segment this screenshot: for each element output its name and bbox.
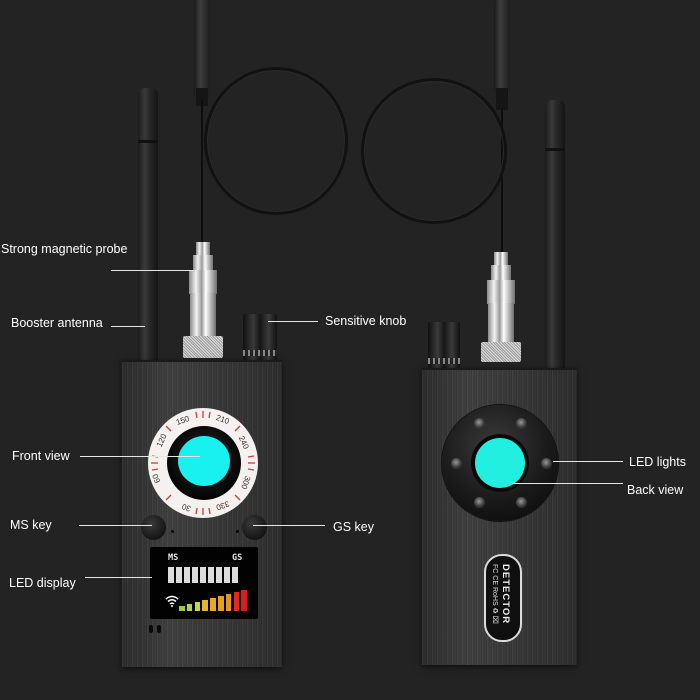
probe-cable bbox=[201, 100, 203, 250]
leader-line bbox=[111, 326, 145, 327]
wifi-icon bbox=[165, 595, 179, 607]
back-probe-rod-joint bbox=[496, 88, 508, 110]
led-light bbox=[516, 497, 527, 508]
back-probe-cable bbox=[501, 108, 503, 258]
probe-cable-coil bbox=[204, 67, 348, 215]
signal-level-bar bbox=[210, 598, 216, 611]
led-light bbox=[451, 458, 462, 469]
signal-level-bar bbox=[225, 594, 232, 611]
display-segment bbox=[216, 567, 222, 583]
back-sensitive-knob[interactable] bbox=[428, 322, 460, 368]
signal-level-bar bbox=[202, 600, 208, 611]
leader-line bbox=[268, 321, 318, 322]
probe-rod-joint bbox=[196, 88, 208, 106]
leader-line bbox=[79, 525, 152, 526]
back-antenna bbox=[545, 100, 565, 368]
detector-badge: DETECTOR FC CE RoHS ♻ ⌧ bbox=[484, 554, 522, 642]
signal-level-bar bbox=[218, 596, 224, 611]
ms-indicator-dot bbox=[171, 530, 174, 533]
leader-line bbox=[80, 456, 200, 457]
label-sensitive-knob: Sensitive knob bbox=[325, 314, 407, 328]
signal-level-bar bbox=[233, 592, 240, 611]
label-gs-key: GS key bbox=[333, 520, 374, 534]
signal-level-bar bbox=[186, 604, 193, 611]
leader-line bbox=[85, 577, 152, 578]
back-probe-rod bbox=[494, 0, 510, 92]
gs-key[interactable] bbox=[242, 515, 267, 540]
display-segment bbox=[176, 567, 182, 583]
screen-gs-label: GS bbox=[232, 553, 243, 563]
led-light bbox=[474, 418, 485, 429]
leader-line bbox=[111, 270, 193, 271]
back-probe-cable-coil bbox=[361, 78, 507, 224]
led-light bbox=[541, 458, 552, 469]
led-light bbox=[516, 418, 527, 429]
display-segment bbox=[200, 567, 206, 583]
badge-title: DETECTOR bbox=[500, 564, 511, 625]
signal-level-bar bbox=[241, 590, 247, 611]
label-led-display: LED display bbox=[9, 576, 76, 590]
led-display: MS GS bbox=[150, 547, 258, 619]
display-segment bbox=[224, 567, 230, 583]
signal-level-bar bbox=[179, 606, 185, 611]
gs-indicator-dot bbox=[236, 530, 239, 533]
probe-rod bbox=[194, 0, 210, 96]
badge-certification-marks: FC CE RoHS ♻ ⌧ bbox=[491, 564, 498, 624]
label-booster-antenna: Booster antenna bbox=[11, 316, 103, 330]
label-led-lights: LED lights bbox=[629, 455, 686, 469]
front-lens bbox=[178, 436, 230, 486]
display-segment bbox=[232, 567, 238, 583]
display-segment bbox=[208, 567, 214, 583]
back-probe-connector bbox=[478, 252, 524, 368]
back-lens bbox=[475, 438, 525, 488]
screen-ms-label: MS bbox=[168, 553, 179, 563]
label-strong-magnetic-probe: Strong magnetic probe bbox=[1, 242, 128, 256]
leader-line bbox=[253, 525, 325, 526]
booster-antenna bbox=[138, 88, 158, 360]
leader-line bbox=[553, 461, 623, 462]
label-front-view: Front view bbox=[12, 449, 70, 463]
ms-key[interactable] bbox=[141, 515, 166, 540]
label-ms-key: MS key bbox=[10, 518, 52, 532]
signal-level-bar bbox=[194, 602, 201, 611]
led-light bbox=[474, 497, 485, 508]
display-segment bbox=[192, 567, 198, 583]
label-back-view: Back view bbox=[627, 483, 684, 497]
leader-line bbox=[512, 483, 623, 484]
display-segment bbox=[184, 567, 190, 583]
magnetic-probe-connector bbox=[180, 242, 226, 362]
display-segment bbox=[168, 567, 174, 583]
